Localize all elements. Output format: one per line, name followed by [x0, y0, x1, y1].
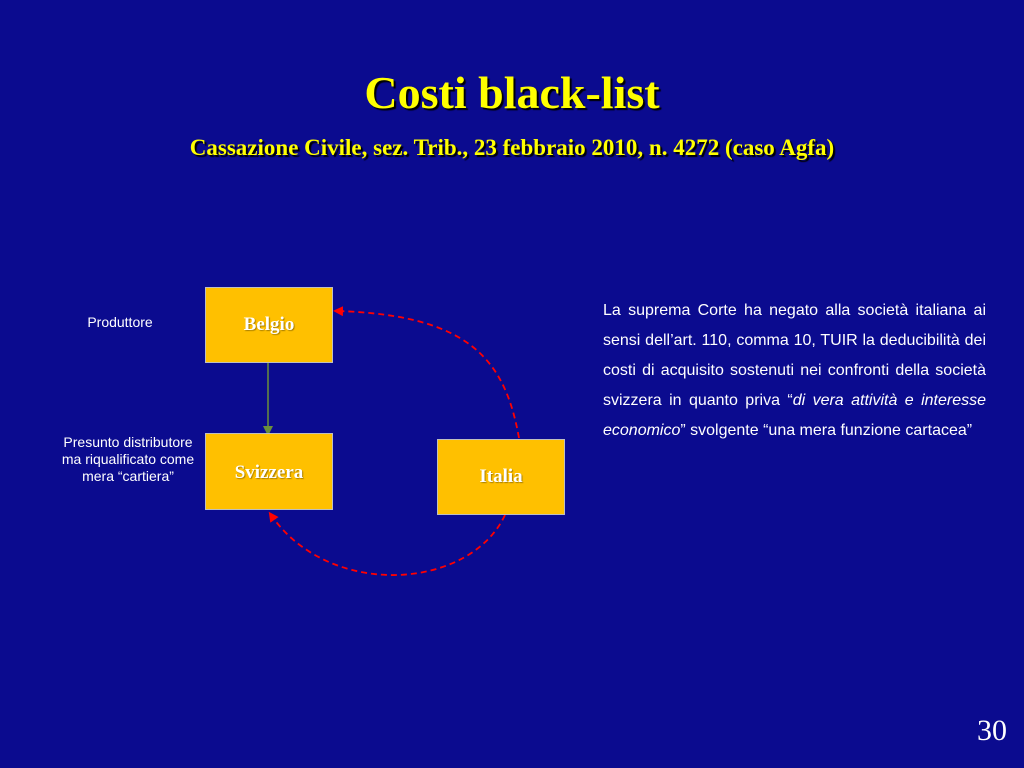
node-italia: Italia [437, 439, 565, 515]
node-italia-label: Italia [479, 466, 523, 487]
label-produttore: Produttore [87, 314, 153, 330]
node-svizzera: Svizzera [205, 433, 333, 510]
node-belgio-label: Belgio [243, 314, 295, 335]
page-number: 30 [977, 714, 1007, 747]
note-text-before: La suprema Corte ha negato alla società … [603, 302, 986, 409]
slide-subtitle: Cassazione Civile, sez. Trib., 23 febbra… [189, 135, 835, 160]
label-distributore: Presunto distributore ma riqualificato c… [61, 434, 195, 484]
node-svizzera-label: Svizzera [234, 462, 304, 483]
note-text-italic: di vera attività e interesse economico [603, 392, 986, 439]
note-text-after: ” svolgente “una mera funzione cartacea” [680, 422, 973, 439]
slide-title: Costi black-list [364, 67, 660, 118]
note-paragraph: La suprema Corte ha negato alla società … [603, 296, 986, 446]
arrow-italia-svizzera [268, 511, 506, 576]
arrow-italia-belgio [333, 306, 520, 439]
node-belgio: Belgio [205, 287, 333, 363]
